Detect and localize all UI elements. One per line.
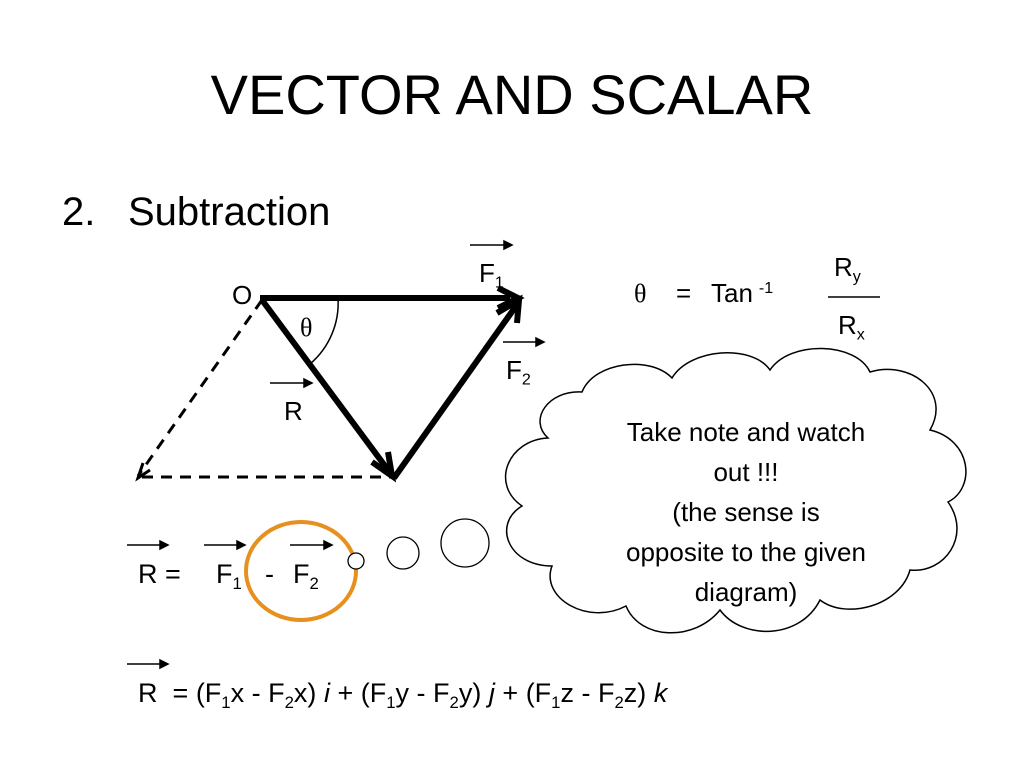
formula-tan: Tan-1 (711, 278, 774, 308)
vector-eq-minus: - (265, 559, 274, 589)
angle-arc (309, 297, 339, 365)
z-component: (F1z - F2z) k (525, 678, 668, 712)
list-item-number: 2. (62, 190, 96, 234)
r-label: R (284, 396, 303, 426)
f1-label: F1 (479, 258, 504, 292)
dashed-arrowhead (135, 462, 151, 482)
thought-bubble-medium (386, 536, 420, 570)
vector-eq-term2: F2 (293, 559, 319, 593)
formula-theta: θ (634, 279, 647, 308)
vector-bar-arrows (127, 239, 546, 670)
callout-line: Take note and watch (626, 417, 866, 447)
list-item-label: Subtraction (128, 190, 331, 234)
slide-title: VECTOR AND SCALAR (210, 63, 814, 126)
dashed-side-left (136, 299, 264, 477)
origin-label: O (232, 280, 253, 310)
cloud-callout (504, 347, 967, 634)
callout-line: out !!! (713, 457, 779, 487)
x-component: (F1x - F2x) i (195, 678, 330, 712)
f2-arrowhead (495, 294, 523, 324)
fraction-numerator: Ry (834, 252, 861, 286)
thought-bubble-large (440, 518, 490, 568)
vector-eq-lhs: R = (138, 559, 181, 589)
callout-line: diagram) (694, 577, 798, 607)
component-equation: R = (F1x - F2x) i + (F1y - F2y) j + (F1z… (138, 678, 668, 712)
y-component: (F1y - F2y) j (360, 678, 495, 712)
callout-line: opposite to the given (626, 537, 866, 567)
highlight-circle (244, 520, 358, 622)
callout-line: (the sense is (672, 497, 820, 527)
thought-bubble-small (347, 552, 365, 570)
r-vector (259, 298, 391, 472)
formula-equals: = (676, 278, 692, 308)
angle-label: θ (300, 313, 313, 342)
vector-eq-term1: F1 (216, 559, 242, 593)
f2-label: F2 (506, 355, 531, 389)
callout-text: Take note and watch out !!! (the sense i… (574, 412, 918, 612)
fraction-denominator: Rx (838, 310, 865, 344)
f2-vector (391, 304, 519, 480)
